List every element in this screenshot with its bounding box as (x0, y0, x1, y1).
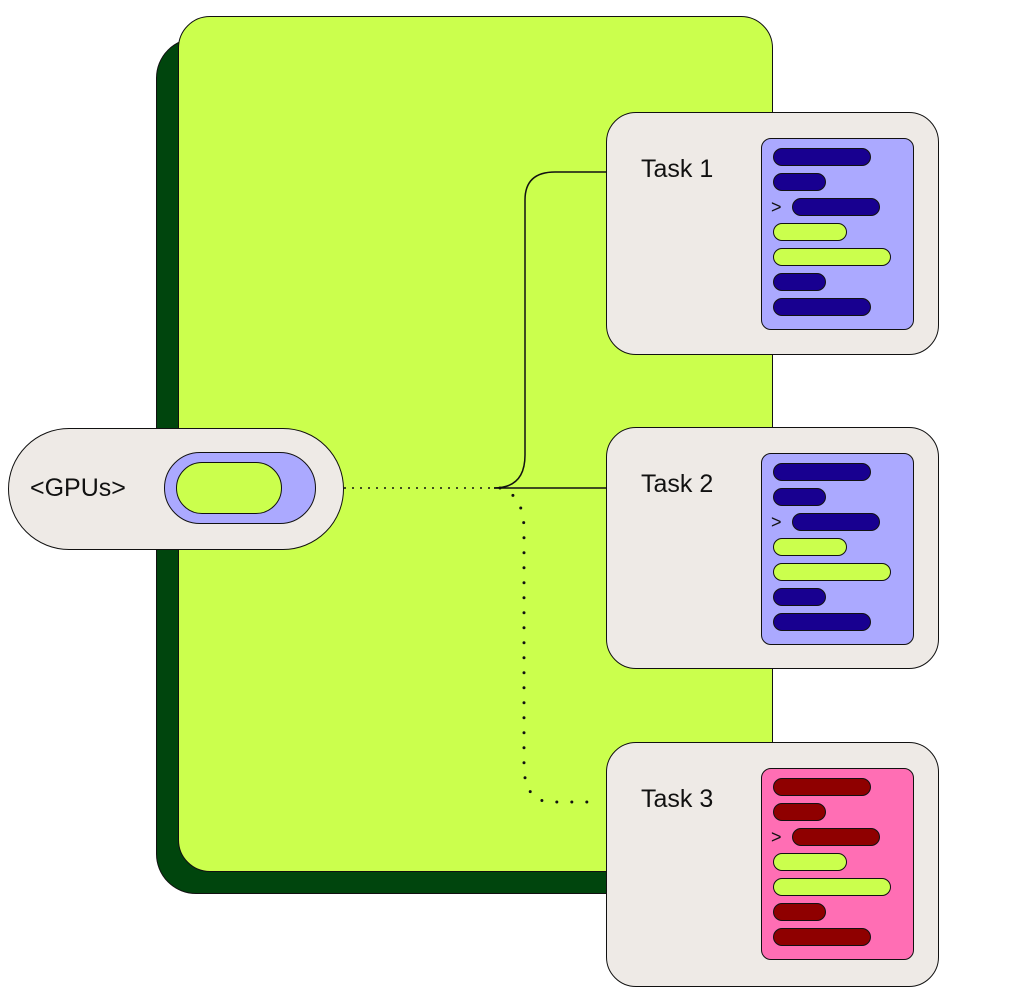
highlighted-line (773, 248, 891, 266)
code-line (773, 778, 871, 796)
code-line (773, 903, 826, 921)
code-line (773, 928, 871, 946)
connector-task-3 (498, 486, 602, 804)
prompt-chevron-icon: > (771, 827, 782, 847)
prompt-chevron-icon: > (771, 197, 782, 217)
code-line (792, 198, 880, 216)
task-title: Task 1 (641, 155, 714, 183)
code-line (773, 273, 826, 291)
task-card[interactable]: Task 1 > (606, 112, 939, 355)
code-line (773, 298, 871, 316)
highlighted-line (773, 563, 891, 581)
code-line (773, 803, 826, 821)
task-title: Task 3 (641, 785, 714, 813)
code-line (773, 173, 826, 191)
highlighted-line (773, 853, 847, 871)
code-line (773, 613, 871, 631)
code-line (773, 148, 871, 166)
terminal-screen: > (761, 768, 914, 960)
code-line (773, 463, 871, 481)
toggle-knob (176, 462, 282, 514)
connector-task-1 (493, 171, 606, 489)
task-card[interactable]: Task 3 > (606, 742, 939, 987)
terminal-screen: > (761, 453, 914, 645)
code-line (773, 588, 826, 606)
task-title: Task 2 (641, 470, 714, 498)
gpu-label: <GPUs> (30, 474, 126, 502)
code-line (773, 488, 826, 506)
code-line (792, 828, 880, 846)
highlighted-line (773, 223, 847, 241)
code-line (792, 513, 880, 531)
task-card[interactable]: Task 2 > (606, 427, 939, 669)
highlighted-line (773, 538, 847, 556)
terminal-screen: > (761, 138, 914, 330)
highlighted-line (773, 878, 891, 896)
prompt-chevron-icon: > (771, 512, 782, 532)
